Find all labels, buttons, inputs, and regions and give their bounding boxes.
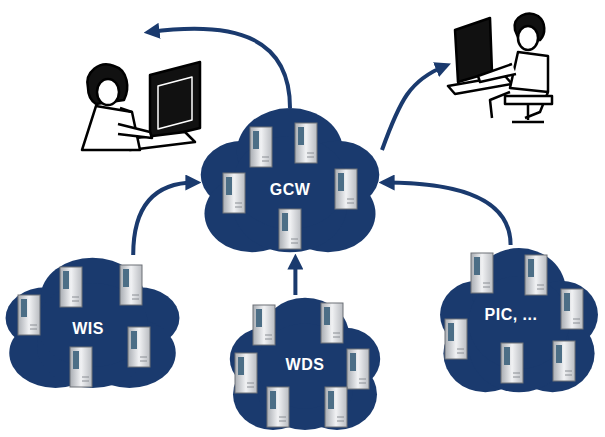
output-arrow — [382, 66, 445, 150]
flow-arrow — [293, 260, 297, 295]
flow-arrow — [385, 183, 511, 246]
cloud-label: PIC, ... — [485, 306, 538, 324]
cloud-label: WDS — [286, 356, 325, 374]
woman-user — [82, 62, 200, 150]
flow-arrow — [133, 183, 195, 256]
cloud-label: GCW — [270, 181, 311, 199]
server-cloud: GCW — [195, 105, 385, 260]
server-cloud: WIS — [0, 255, 185, 395]
server-cloud: WDS — [225, 295, 385, 437]
cloud-label: WIS — [72, 320, 104, 338]
server-cloud: PIC, ... — [435, 245, 603, 400]
man-user — [448, 14, 552, 122]
